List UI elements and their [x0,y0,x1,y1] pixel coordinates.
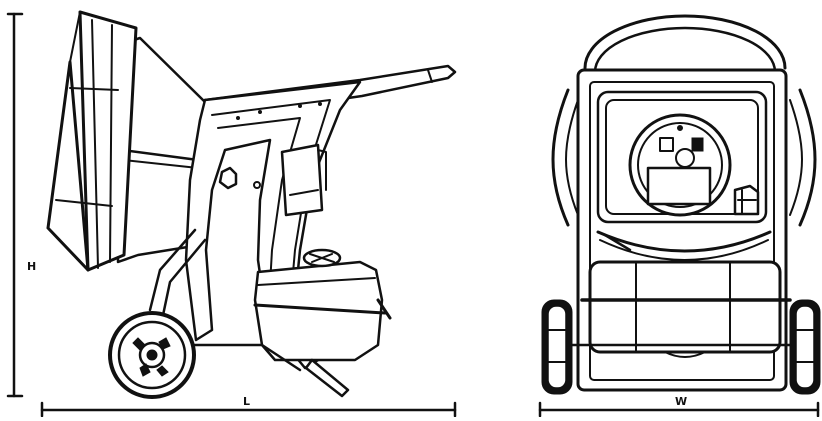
indicator-square [691,137,704,152]
length-label: L [243,395,250,408]
outer-guard [583,14,787,70]
pump-filter [733,184,760,216]
right-wheel [789,299,821,395]
height-dimension: H [6,12,36,398]
front-fuel-tank [588,260,782,354]
length-dimension: L [40,395,457,418]
side-view-heater [46,10,457,399]
fuel-tank [253,260,384,362]
left-wheel [541,299,573,395]
side-wheel [108,311,196,399]
width-label: W [675,395,687,408]
switch-square [659,137,674,152]
height-label: H [27,260,36,273]
thermostat-knob [675,148,695,168]
display-window [646,166,712,206]
front-view-heater [541,14,821,395]
fuel-cap [302,248,342,268]
control-box [280,143,324,217]
frame-knob [218,166,238,190]
control-dial [628,113,732,217]
width-dimension: W [538,395,820,418]
rear-foot [304,358,350,398]
